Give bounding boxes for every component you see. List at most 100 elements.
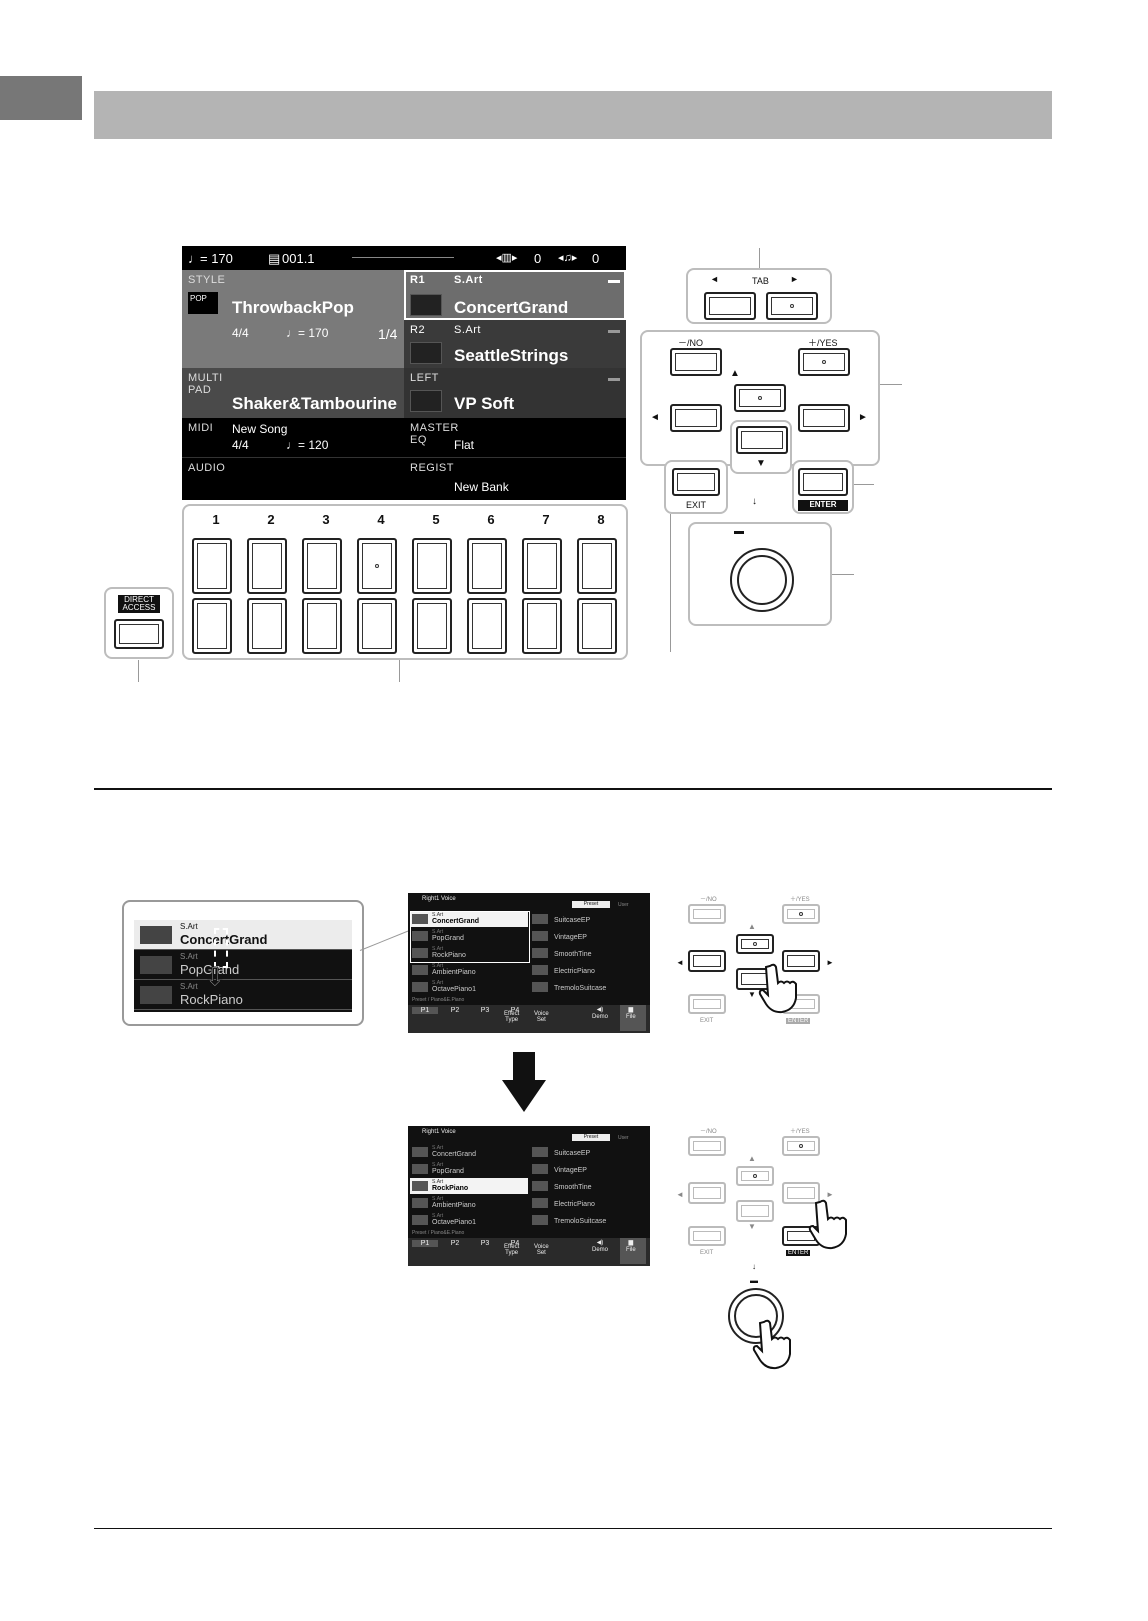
voice-item[interactable]: PopGrand bbox=[432, 935, 464, 942]
screen-button-2-lower[interactable] bbox=[247, 598, 287, 654]
page-tab-p3[interactable]: P3 bbox=[480, 1007, 490, 1014]
voice-item[interactable]: RockPiano bbox=[432, 1185, 469, 1192]
regist-area[interactable]: REGIST New Bank bbox=[404, 458, 626, 500]
screen-button-4-upper[interactable] bbox=[357, 538, 397, 594]
no-button[interactable] bbox=[688, 904, 726, 924]
direct-access-button[interactable] bbox=[114, 619, 164, 649]
cursor-right-button[interactable] bbox=[782, 1182, 820, 1204]
screen-button-5-upper[interactable] bbox=[412, 538, 452, 594]
tab-left-button[interactable] bbox=[704, 292, 756, 320]
r1-part[interactable]: R1 S.Art ConcertGrand bbox=[404, 270, 626, 320]
cursor-down-button[interactable] bbox=[736, 426, 788, 454]
left-part[interactable]: LEFT VP Soft bbox=[404, 368, 626, 418]
cursor-up-button[interactable] bbox=[734, 384, 786, 412]
screen-button-6-lower[interactable] bbox=[467, 598, 507, 654]
cursor-up-button[interactable] bbox=[736, 934, 774, 954]
preset-tab[interactable]: Preset bbox=[572, 901, 610, 908]
screen-button-6-upper[interactable] bbox=[467, 538, 507, 594]
cursor-down-button[interactable] bbox=[736, 1200, 774, 1222]
exit-button[interactable] bbox=[688, 994, 726, 1014]
page-tab-p2[interactable]: P2 bbox=[450, 1007, 460, 1014]
demo-button[interactable]: ◀)Demo bbox=[592, 1240, 609, 1253]
voice-item[interactable]: AmbientPiano bbox=[432, 969, 476, 976]
no-button[interactable] bbox=[688, 1136, 726, 1156]
demo-button[interactable]: ◀)Demo bbox=[592, 1007, 609, 1020]
style-area[interactable]: STYLE POP ThrowbackPop 4/4 ♩= 170 1/4 bbox=[182, 270, 404, 368]
data-dial[interactable] bbox=[728, 1288, 784, 1344]
style-label: STYLE bbox=[188, 274, 226, 286]
cursor-right-button[interactable] bbox=[782, 950, 820, 972]
multipad-area[interactable]: MULTI PAD Shaker&Tambourine bbox=[182, 368, 404, 418]
voice-item[interactable]: TremoloSuitcase bbox=[554, 985, 607, 992]
r2-part[interactable]: R2 S.Art SeattleStrings bbox=[404, 320, 626, 368]
voice-item[interactable]: ElectricPiano bbox=[554, 1201, 595, 1208]
yes-button[interactable] bbox=[798, 348, 850, 376]
screen-button-7-lower[interactable] bbox=[522, 598, 562, 654]
section-header-bar bbox=[94, 91, 1052, 139]
screen-button-2-upper[interactable] bbox=[247, 538, 287, 594]
cursor-left-button[interactable] bbox=[688, 1182, 726, 1204]
cursor-left-button[interactable] bbox=[670, 404, 722, 432]
screen-button-8-upper[interactable] bbox=[577, 538, 617, 594]
user-tab[interactable]: User bbox=[618, 902, 629, 908]
screen-button-1-upper[interactable] bbox=[192, 538, 232, 594]
voice-sub: S.Art bbox=[432, 1179, 444, 1185]
voice-item[interactable]: ConcertGrand bbox=[432, 918, 480, 925]
no-button[interactable] bbox=[670, 348, 722, 376]
voice-item[interactable]: VintageEP bbox=[554, 1167, 587, 1174]
voice-item[interactable]: OctavePiano1 bbox=[432, 986, 476, 993]
pad-number-5: 5 bbox=[432, 512, 440, 527]
voice-item[interactable]: AmbientPiano bbox=[432, 1202, 476, 1209]
audio-area[interactable]: AUDIO bbox=[182, 458, 404, 500]
page-tab-p4[interactable]: P4 bbox=[510, 1007, 520, 1014]
cursor-right-button[interactable] bbox=[798, 404, 850, 432]
exit-button[interactable] bbox=[688, 1226, 726, 1246]
master-eq-area[interactable]: MASTER EQ Flat bbox=[404, 418, 626, 458]
voice-item[interactable]: SuitcaseEP bbox=[554, 1150, 591, 1157]
page-tab-p3[interactable]: P3 bbox=[480, 1240, 490, 1247]
voice-item[interactable]: ConcertGrand bbox=[432, 1151, 476, 1158]
voice-item[interactable]: ElectricPiano bbox=[554, 968, 595, 975]
cursor-left-button[interactable] bbox=[688, 950, 726, 972]
preset-tab[interactable]: Preset bbox=[572, 1134, 610, 1141]
file-button[interactable]: ▆File bbox=[626, 1007, 636, 1020]
page-tab-p2[interactable]: P2 bbox=[450, 1240, 460, 1247]
file-button[interactable]: ▆File bbox=[626, 1240, 636, 1253]
voice-item[interactable]: SmoothTine bbox=[554, 951, 592, 958]
yes-button[interactable] bbox=[782, 1136, 820, 1156]
screen-button-8-lower[interactable] bbox=[577, 598, 617, 654]
screen-button-4-lower[interactable] bbox=[357, 598, 397, 654]
screen-button-5-lower[interactable] bbox=[412, 598, 452, 654]
voice-item[interactable]: VintageEP bbox=[554, 934, 587, 941]
screen-button-3-upper[interactable] bbox=[302, 538, 342, 594]
screen-button-7-upper[interactable] bbox=[522, 538, 562, 594]
enter-button[interactable] bbox=[798, 468, 848, 496]
voice-item[interactable]: OctavePiano1 bbox=[432, 1219, 476, 1226]
voice-item[interactable]: SmoothTine bbox=[554, 1184, 592, 1191]
yes-button[interactable] bbox=[782, 904, 820, 924]
page-tab-p1[interactable]: P1 bbox=[412, 1240, 438, 1247]
voice-item[interactable]: RockPiano bbox=[432, 952, 466, 959]
exit-button[interactable] bbox=[672, 468, 720, 496]
midi-area[interactable]: MIDI New Song 4/4 ♩= 120 bbox=[182, 418, 404, 458]
page-tab-p4[interactable]: P4 bbox=[510, 1240, 520, 1247]
user-tab[interactable]: User bbox=[618, 1135, 629, 1141]
cursor-up-button[interactable] bbox=[736, 1166, 774, 1186]
voice-item[interactable]: SuitcaseEP bbox=[554, 917, 591, 924]
voice-item[interactable]: PopGrand bbox=[432, 1168, 464, 1175]
screen-button-3-lower[interactable] bbox=[302, 598, 342, 654]
pointing-hand-icon bbox=[808, 1198, 850, 1255]
voice-item[interactable]: TremoloSuitcase bbox=[554, 1218, 607, 1225]
page-tab-p1[interactable]: P1 bbox=[412, 1007, 438, 1014]
screen-button-1-lower[interactable] bbox=[192, 598, 232, 654]
data-dial[interactable] bbox=[730, 548, 794, 612]
tab-right-button[interactable] bbox=[766, 292, 818, 320]
style-beat: 1/4 bbox=[378, 326, 398, 342]
